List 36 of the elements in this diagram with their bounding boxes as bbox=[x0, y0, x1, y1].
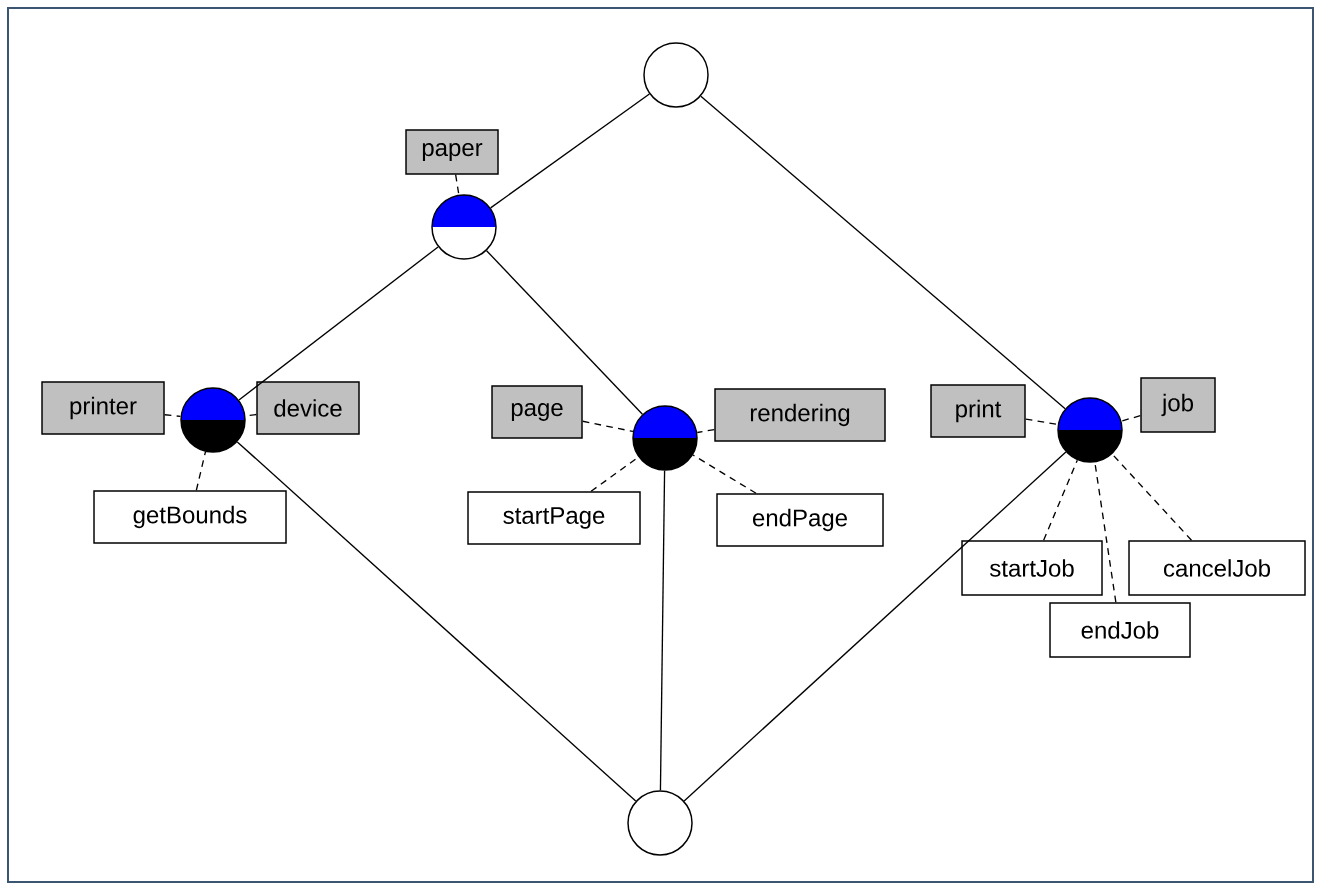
attribute-label: printer bbox=[41, 381, 165, 435]
dashed-connector bbox=[1025, 418, 1059, 426]
attribute-label: rendering bbox=[714, 388, 886, 442]
connector-line bbox=[659, 470, 666, 791]
object-label: endJob bbox=[1049, 602, 1191, 658]
dashed-connector bbox=[1043, 459, 1078, 541]
connector-line bbox=[238, 246, 439, 401]
concept-circle bbox=[180, 387, 246, 453]
connector-line bbox=[683, 451, 1067, 802]
concept-circle bbox=[632, 405, 698, 471]
concept-circle bbox=[1057, 397, 1123, 463]
dashed-connector bbox=[455, 174, 460, 196]
object-label: startPage bbox=[467, 491, 641, 545]
attribute-label: job bbox=[1140, 377, 1216, 433]
dashed-connector bbox=[164, 414, 182, 418]
connector-line bbox=[485, 250, 644, 415]
dashed-connector bbox=[1111, 453, 1193, 541]
object-label: endPage bbox=[716, 493, 884, 547]
attribute-label: page bbox=[491, 385, 583, 439]
dashed-connector bbox=[692, 454, 757, 494]
concept-circle bbox=[643, 42, 709, 108]
attribute-label: paper bbox=[405, 129, 499, 175]
attribute-label: print bbox=[930, 384, 1026, 438]
dashed-connector bbox=[195, 451, 207, 491]
connector-line bbox=[236, 441, 637, 802]
object-label: startJob bbox=[961, 540, 1103, 596]
dashed-connector bbox=[582, 420, 634, 433]
concept-circle bbox=[627, 790, 693, 856]
dashed-connector bbox=[1120, 415, 1141, 422]
connector-line bbox=[700, 95, 1066, 410]
attribute-label: device bbox=[256, 381, 360, 435]
concept-circle bbox=[431, 194, 497, 260]
connector-line bbox=[489, 93, 651, 209]
object-label: cancelJob bbox=[1128, 540, 1306, 596]
object-label: getBounds bbox=[93, 490, 287, 544]
dashed-connector bbox=[696, 428, 715, 434]
